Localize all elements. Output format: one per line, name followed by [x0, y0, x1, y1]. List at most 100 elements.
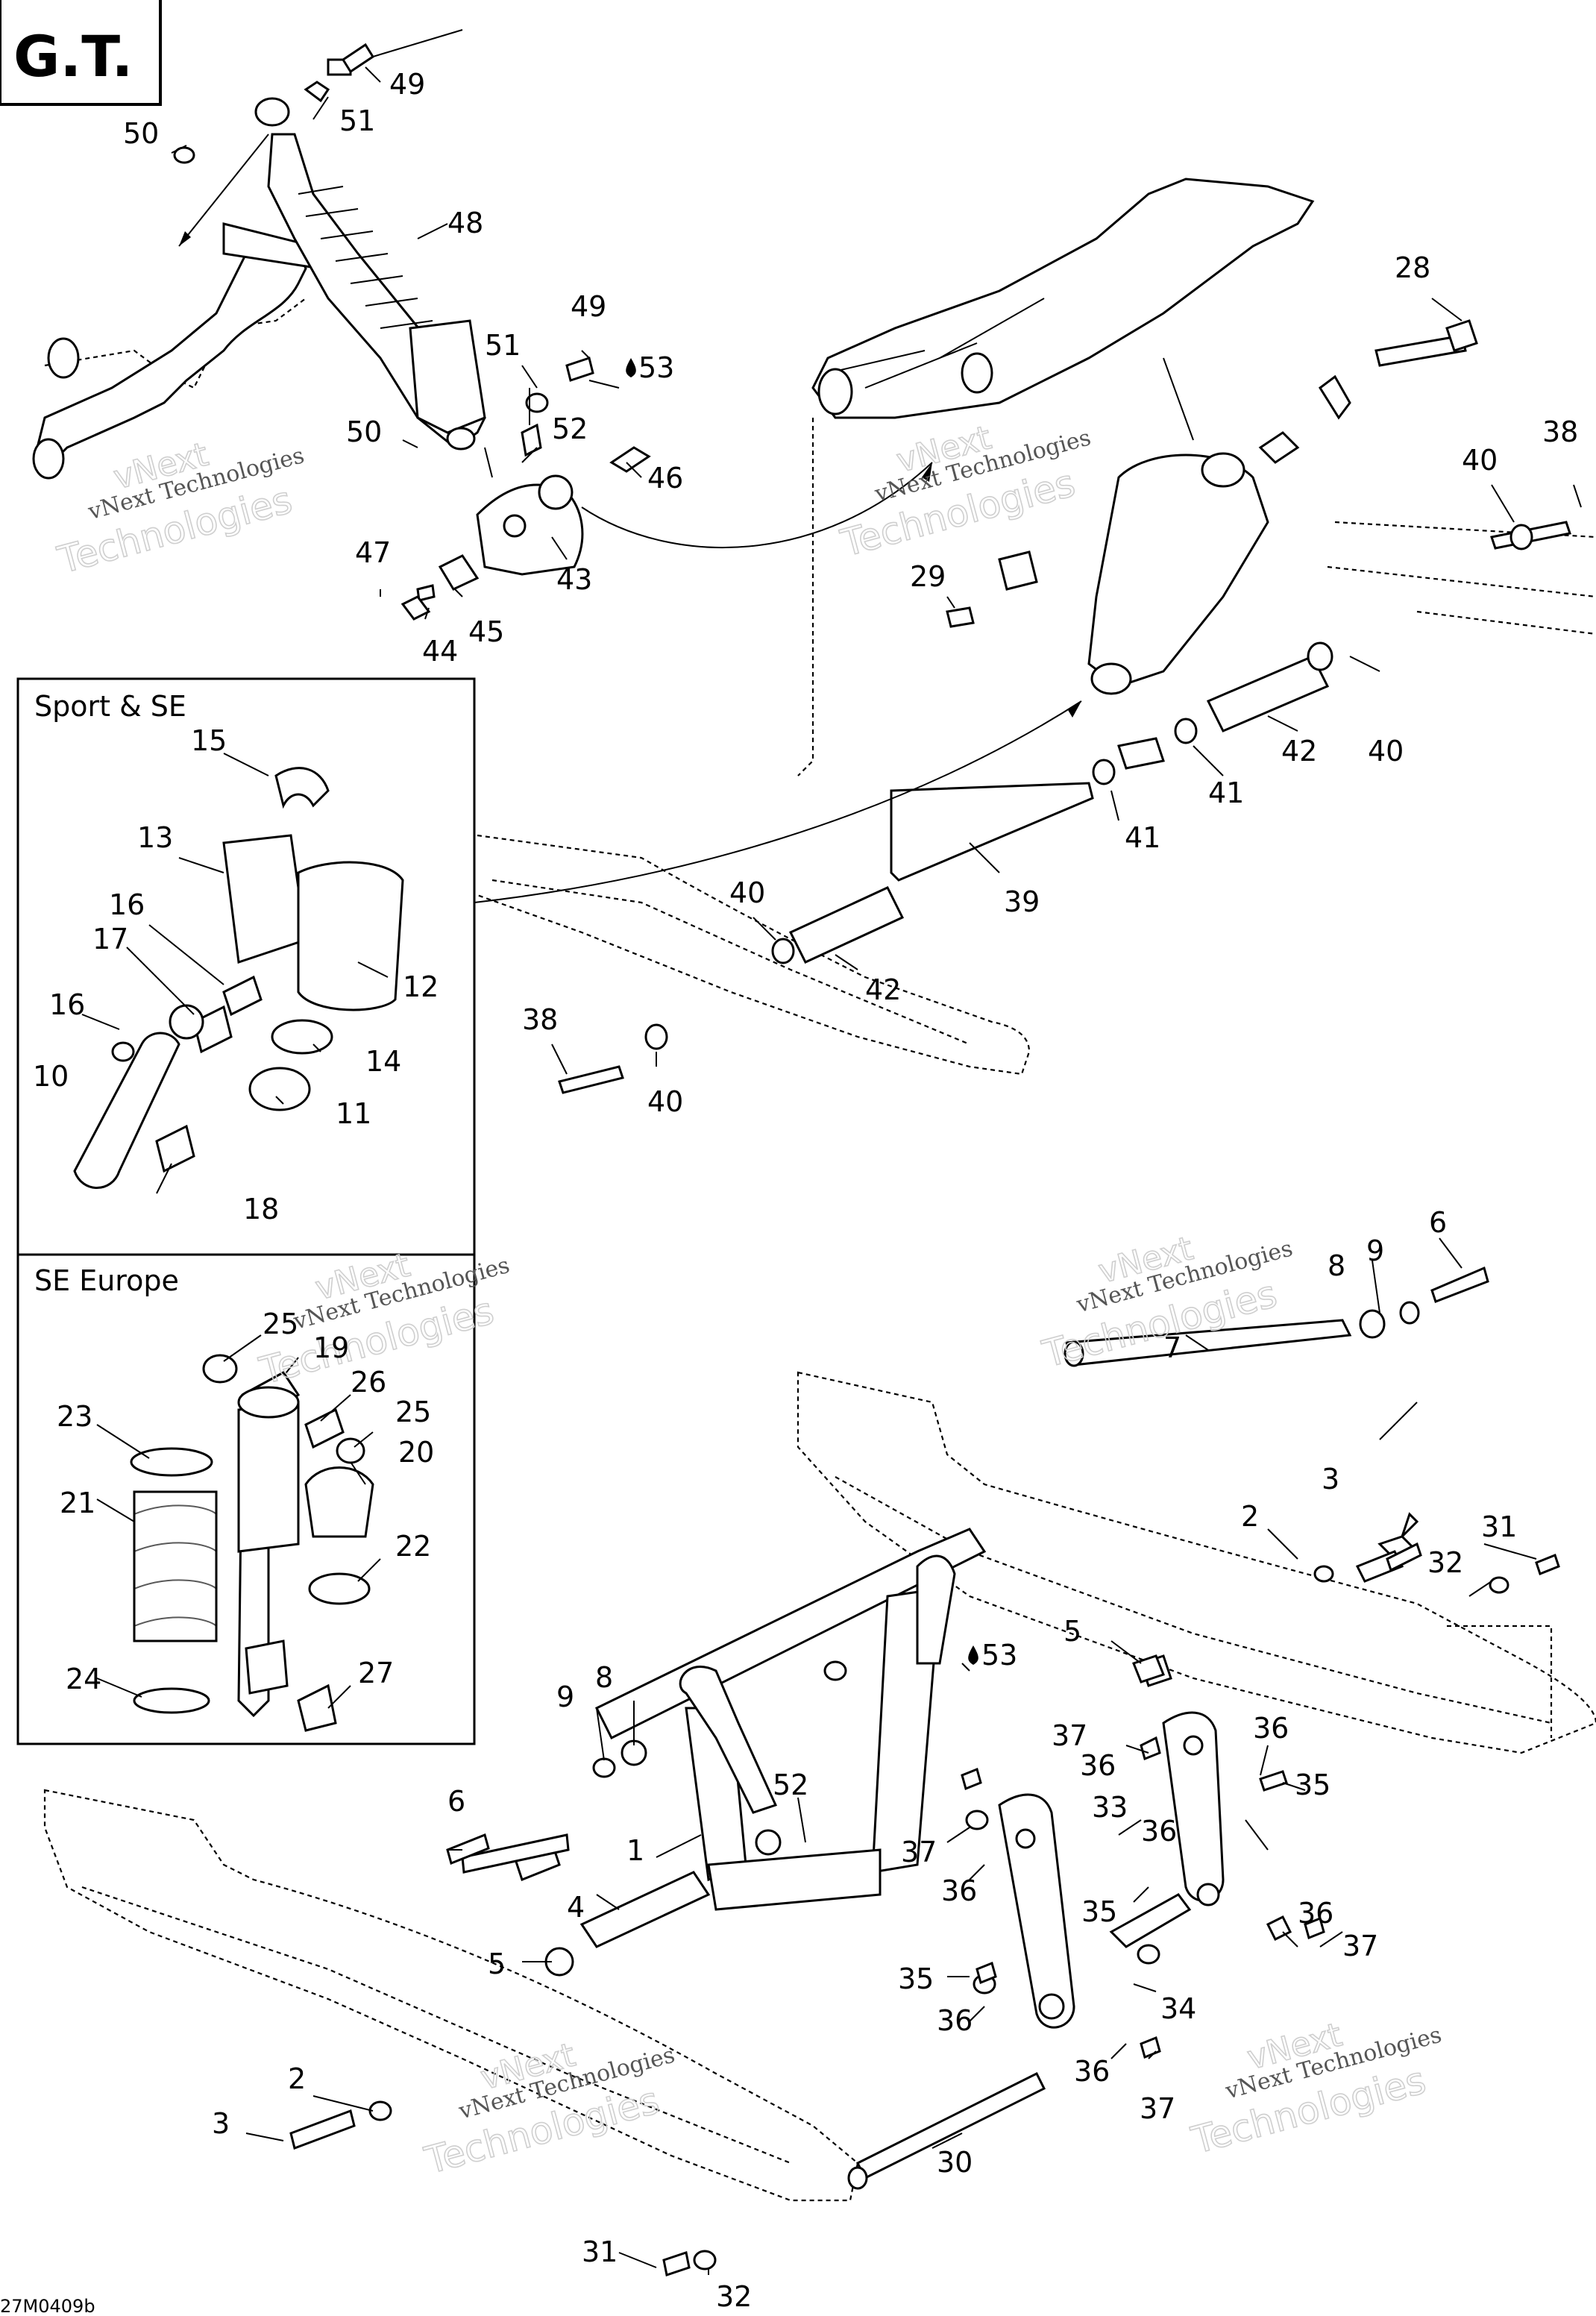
callout: 23: [57, 1400, 92, 1433]
callout: 12: [403, 970, 439, 1003]
callout: 16: [109, 888, 145, 921]
callout: 35: [898, 1962, 934, 1995]
callout: 41: [1125, 821, 1160, 854]
callout: 50: [123, 117, 159, 150]
callout: 3: [212, 2107, 230, 2140]
leader-lines: [81, 66, 1582, 2275]
callout: 48: [447, 207, 483, 239]
callout: 46: [647, 462, 683, 495]
callout: 52: [773, 1769, 808, 1801]
callout: 51: [339, 104, 375, 137]
callout: 25: [263, 1308, 298, 1340]
callout: 36: [1080, 1749, 1116, 1782]
callout: 34: [1160, 1992, 1196, 2025]
panel-label-se-europe: SE Europe: [34, 1264, 179, 1297]
callout: 37: [1052, 1719, 1087, 1752]
panel-label-sport-se: Sport & SE: [34, 690, 186, 723]
callout: 49: [389, 68, 425, 101]
shock-48: [254, 97, 486, 451]
panel-se-europe: SE Europe: [16, 1253, 476, 1745]
callout: 8: [1328, 1249, 1345, 1282]
drawing-number: 27M0409b: [0, 2296, 95, 2316]
callout: 6: [447, 1785, 465, 1818]
callout: 52: [552, 412, 588, 445]
callout: 2: [288, 2062, 306, 2095]
callout: 49: [571, 290, 606, 323]
watermarks: vNext Technologies vNext Technologies vN…: [52, 418, 1444, 2182]
callout: 43: [556, 563, 592, 596]
callout: 38: [522, 1003, 558, 1036]
callout: 10: [33, 1060, 69, 1093]
callout: 13: [137, 821, 173, 854]
shock-rear-main: [946, 319, 1478, 695]
callout: 38: [1542, 415, 1578, 448]
oil-drop-icon: [626, 358, 636, 377]
callout: 36: [941, 1874, 977, 1907]
reference-arrows: [178, 134, 1194, 903]
callout: 17: [92, 923, 128, 955]
callout: 42: [1281, 735, 1317, 768]
callout: 25: [395, 1396, 431, 1428]
callout: 27: [358, 1657, 394, 1689]
callout: 8: [595, 1661, 613, 1694]
rocker-43: [400, 357, 651, 621]
se-europe-parts: [130, 1354, 374, 1732]
callout: 36: [1141, 1815, 1177, 1848]
callout: 15: [191, 724, 227, 757]
callout: 24: [66, 1663, 101, 1695]
callout: 47: [355, 536, 391, 569]
callout: 7: [1163, 1331, 1181, 1364]
callout: 19: [313, 1331, 349, 1364]
callout: 5: [1064, 1615, 1081, 1648]
callout: 16: [49, 988, 85, 1021]
callout-labels: 49 51 50 48 49 51 53 50 52 46 47 43 45 4…: [33, 68, 1578, 2313]
callout: 1: [626, 1834, 644, 1867]
callout: 41: [1208, 776, 1244, 809]
callout: 36: [1074, 2055, 1110, 2088]
callout: 18: [243, 1193, 279, 1226]
callout: 39: [1004, 885, 1040, 918]
callout: 50: [346, 415, 382, 448]
diagram-title: G.T.: [13, 23, 133, 90]
callout: 51: [485, 329, 521, 362]
callout: 53: [638, 351, 674, 384]
rear-links-33: [289, 1542, 1560, 2276]
callout: 42: [865, 973, 901, 1006]
callout: 44: [422, 635, 458, 668]
callout: 31: [582, 2235, 618, 2268]
callout: 21: [60, 1487, 95, 1519]
front-arm-assembly: [461, 1266, 1489, 1977]
callout: 26: [351, 1366, 386, 1399]
callout: 22: [395, 1530, 431, 1563]
callout: 53: [981, 1639, 1017, 1672]
title-box: G.T.: [0, 0, 162, 106]
callout: 37: [1342, 1930, 1378, 1962]
callout: 45: [468, 615, 504, 648]
shock-hardware-top: [173, 29, 463, 164]
callout: 14: [365, 1045, 401, 1078]
callout: 36: [1253, 1712, 1289, 1745]
callout: 9: [556, 1680, 574, 1713]
callout: 37: [1140, 2092, 1175, 2125]
callout: 2: [1241, 1500, 1259, 1533]
callout: 32: [1427, 1546, 1463, 1579]
callout: 30: [937, 2146, 973, 2179]
callout: 9: [1366, 1234, 1384, 1267]
front-arm-sketch: [32, 222, 323, 480]
callout: 4: [567, 1891, 585, 1924]
callout: 36: [937, 2004, 973, 2037]
callout: 35: [1081, 1895, 1117, 1928]
callout: 40: [1368, 735, 1404, 768]
sport-se-parts: [73, 767, 404, 1189]
lubricant-markers: [626, 358, 978, 1665]
callout: 20: [398, 1436, 434, 1469]
callout: 28: [1395, 251, 1430, 284]
callout: 3: [1322, 1463, 1339, 1496]
pivot-shaft-39: [558, 521, 1571, 1094]
callout: 37: [901, 1836, 937, 1868]
callout: 5: [488, 1948, 506, 1980]
callout: 40: [1462, 444, 1498, 477]
oil-drop-icon: [968, 1645, 978, 1665]
callout: 31: [1481, 1510, 1517, 1543]
